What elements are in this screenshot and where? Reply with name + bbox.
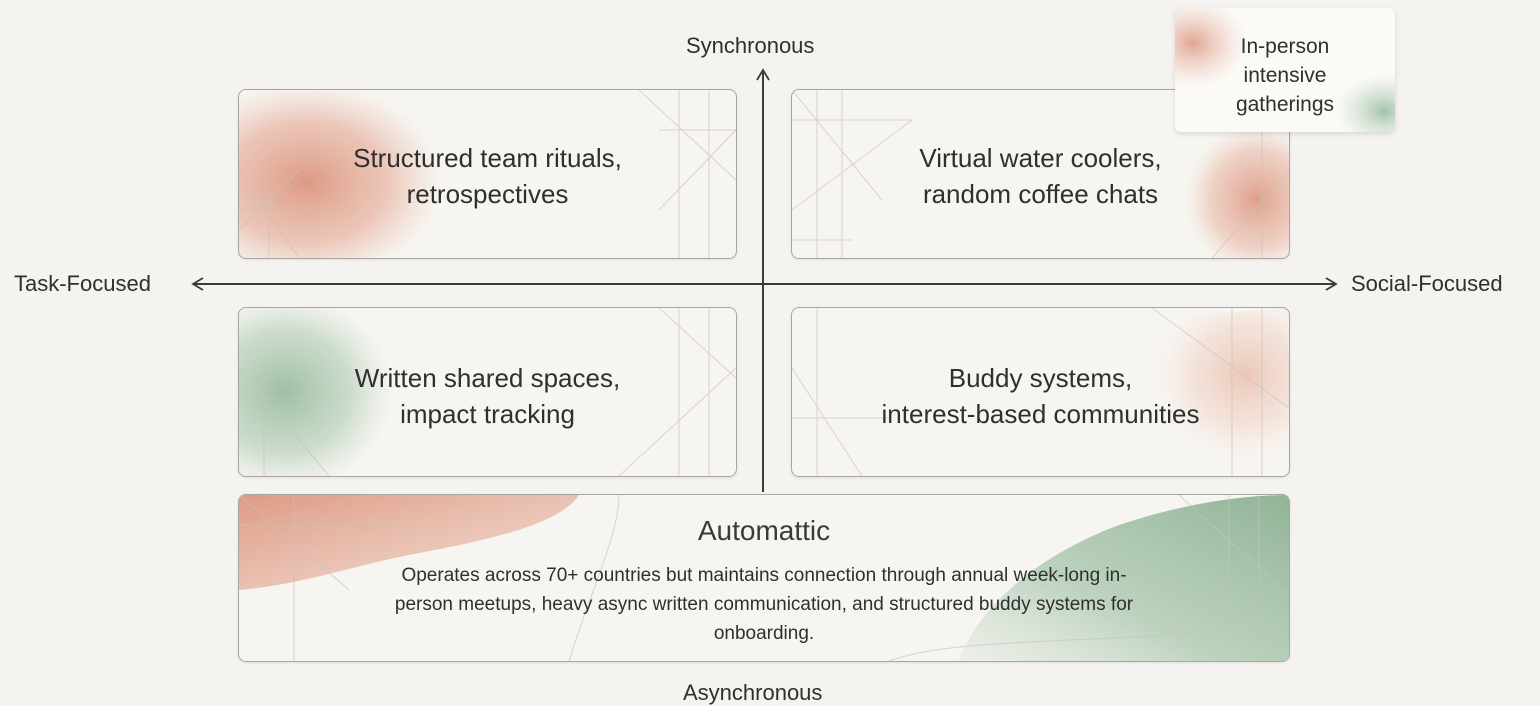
axis-label-task-focused: Task-Focused bbox=[14, 271, 151, 296]
watercolor-terracotta bbox=[792, 90, 1289, 258]
watercolor-terracotta-light bbox=[792, 308, 1289, 476]
quadrant-line: Virtual water coolers, bbox=[919, 143, 1162, 173]
quadrant-text-bottom-right: Buddy systems, interest-based communitie… bbox=[792, 360, 1289, 432]
quadrant-line: retrospectives bbox=[406, 179, 569, 209]
watercolor-sage bbox=[239, 308, 736, 476]
quadrant-text-top-left: Structured team rituals, retrospectives bbox=[239, 140, 736, 212]
axis-label-social-focused: Social-Focused bbox=[1351, 271, 1503, 296]
callout-line: gatherings bbox=[1235, 93, 1335, 116]
callout-card: In-person intensive gatherings bbox=[1175, 8, 1395, 132]
quadrant-bottom-right: Buddy systems, interest-based communitie… bbox=[791, 307, 1290, 477]
example-description: Operates across 70+ countries but mainta… bbox=[279, 561, 1249, 648]
description-line: Operates across 70+ countries but mainta… bbox=[401, 565, 1127, 586]
watercolor-wash bbox=[239, 495, 1289, 661]
quadrant-line: Written shared spaces, bbox=[354, 363, 621, 393]
example-title: Automattic bbox=[697, 515, 831, 546]
quadrant-bottom-left: Written shared spaces, impact tracking bbox=[238, 307, 737, 477]
callout-text: In-person intensive gatherings bbox=[1175, 32, 1395, 119]
description-line: person meetups, heavy async written comm… bbox=[394, 594, 1134, 615]
callout-line: intensive bbox=[1243, 64, 1327, 87]
quadrant-top-right: Virtual water coolers, random coffee cha… bbox=[791, 89, 1290, 259]
quadrant-line: interest-based communities bbox=[881, 399, 1200, 429]
description-line: onboarding. bbox=[713, 623, 815, 644]
watercolor-terracotta bbox=[239, 90, 736, 258]
watercolor-callout bbox=[1175, 8, 1395, 132]
quadrant-line: random coffee chats bbox=[922, 179, 1159, 209]
axis-label-synchronous: Synchronous bbox=[686, 33, 815, 58]
example-box: Automattic Operates across 70+ countries… bbox=[238, 494, 1290, 662]
quadrant-line: Buddy systems, bbox=[948, 363, 1133, 393]
quadrant-text-bottom-left: Written shared spaces, impact tracking bbox=[239, 360, 736, 432]
quadrant-line: impact tracking bbox=[400, 399, 575, 429]
quadrant-line: Structured team rituals, bbox=[353, 143, 622, 173]
axis-label-asynchronous: Asynchronous bbox=[683, 680, 823, 705]
callout-line: In-person bbox=[1240, 35, 1330, 58]
quadrant-top-left: Structured team rituals, retrospectives bbox=[238, 89, 737, 259]
quadrant-text-top-right: Virtual water coolers, random coffee cha… bbox=[792, 140, 1289, 212]
